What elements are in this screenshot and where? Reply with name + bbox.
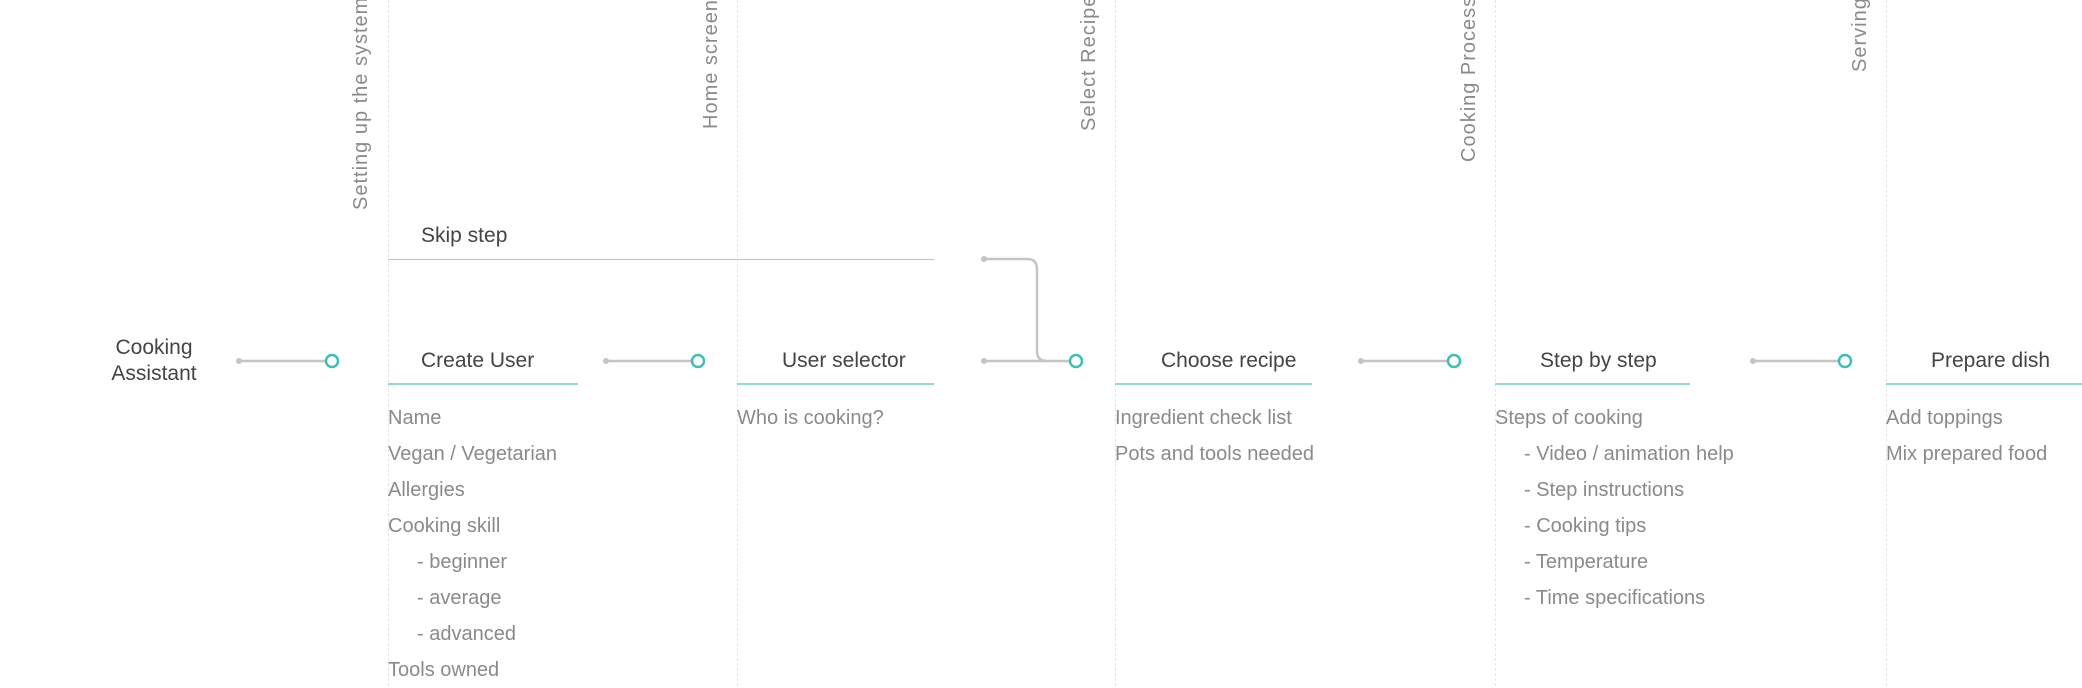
- section-divider: [388, 0, 389, 686]
- list-item: - beginner: [417, 551, 508, 573]
- start-label-line2: Assistant: [111, 362, 197, 385]
- step-underline: [1115, 383, 1312, 385]
- step-underline: [1495, 383, 1690, 385]
- list-item: Tools owned: [388, 659, 500, 681]
- step-items-choose-recipe: Ingredient check list Pots and tools nee…: [1115, 400, 1314, 472]
- list-item: - Time specifications: [1524, 587, 1706, 609]
- step-items-user-selector: Who is cooking?: [737, 400, 884, 436]
- list-item: Allergies: [388, 479, 465, 501]
- list-item: - Video / animation help: [1524, 443, 1734, 465]
- step-items-prepare-dish: Add toppings Mix prepared food: [1886, 400, 2047, 472]
- step-items-create-user: Name Vegan / Vegetarian Allergies Cookin…: [388, 400, 557, 688]
- step-title-create-user: Create User: [421, 349, 535, 372]
- section-divider: [1495, 0, 1496, 686]
- step-title-choose-recipe: Choose recipe: [1161, 349, 1297, 372]
- node-circle: [1446, 353, 1462, 369]
- skip-step-label: Skip step: [421, 224, 508, 247]
- node-circle: [324, 353, 340, 369]
- list-item: - advanced: [417, 623, 516, 645]
- step-title-step-by-step: Step by step: [1540, 349, 1657, 372]
- list-item: - Step instructions: [1524, 479, 1685, 501]
- start-label-line1: Cooking: [115, 336, 193, 359]
- section-divider: [1115, 0, 1116, 686]
- step-items-step-by-step: Steps of cooking - Video / animation hel…: [1495, 400, 1734, 616]
- start-label: Cooking Assistant: [94, 335, 214, 387]
- section-divider: [737, 0, 738, 686]
- list-item: Name: [388, 407, 442, 429]
- list-item: Pots and tools needed: [1115, 443, 1315, 465]
- node-circle: [1837, 353, 1853, 369]
- list-item: Steps of cooking: [1495, 407, 1643, 429]
- step-underline: [388, 383, 578, 385]
- node-circle: [1068, 353, 1084, 369]
- section-divider: [1886, 0, 1887, 686]
- list-item: Add toppings: [1886, 407, 2003, 429]
- node-circle: [690, 353, 706, 369]
- step-title-user-selector: User selector: [782, 349, 906, 372]
- list-item: Vegan / Vegetarian: [388, 443, 558, 465]
- list-item: - average: [417, 587, 502, 609]
- list-item: - Temperature: [1524, 551, 1649, 573]
- step-title-prepare-dish: Prepare dish: [1931, 349, 2051, 372]
- list-item: Mix prepared food: [1886, 443, 2048, 465]
- skip-step-line: [388, 259, 934, 260]
- step-underline: [737, 383, 934, 385]
- list-item: Ingredient check list: [1115, 407, 1292, 429]
- list-item: - Cooking tips: [1524, 515, 1647, 537]
- list-item: Who is cooking?: [737, 407, 884, 429]
- step-underline: [1886, 383, 2082, 385]
- list-item: Cooking skill: [388, 515, 501, 537]
